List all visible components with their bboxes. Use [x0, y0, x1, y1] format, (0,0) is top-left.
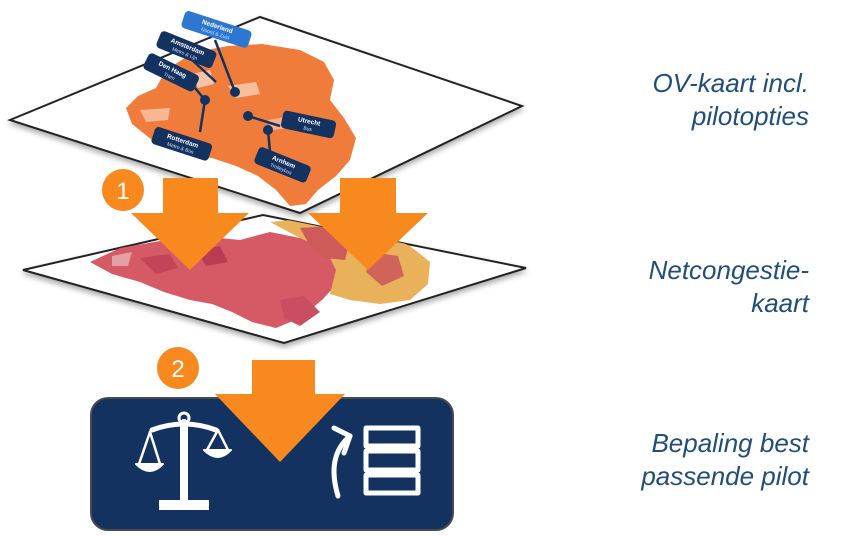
pin-amsterdam: Amsterdam Metro & Lijn — [156, 31, 217, 68]
pin-den-haag-sub: Tram — [163, 72, 176, 82]
caption-pilot-selection: Bepaling best passende pilot — [641, 427, 809, 493]
congestion-map — [90, 218, 430, 328]
caption-ov-map: OV-kaart incl. pilotopties — [652, 67, 809, 133]
arrow-left-top — [131, 178, 249, 270]
arrow-right-top — [308, 178, 428, 270]
congestion-map-layer — [22, 213, 527, 345]
caption-congestion-map-line2: kaart — [751, 288, 809, 318]
pin-utrecht: Utrecht Bus — [281, 110, 337, 139]
step-number-2: 2 — [171, 356, 184, 383]
pilot-selection-box — [90, 397, 454, 531]
caption-congestion-map-line1: Netcongestie- — [648, 255, 809, 285]
caption-pilot-selection-line2: passende pilot — [641, 461, 809, 491]
step-badge-2: 2 — [157, 347, 199, 389]
caption-ov-map-line1: OV-kaart incl. — [652, 68, 809, 98]
arrow-bottom — [215, 360, 345, 462]
flow-arrows — [131, 178, 428, 462]
pin-utrecht-name: Utrecht — [297, 116, 322, 128]
balance-scale-icon — [135, 411, 232, 510]
caption-congestion-map: Netcongestie- kaart — [649, 254, 809, 320]
route-nodes — [200, 87, 273, 135]
ranking-list-icon — [331, 425, 421, 499]
step-number-1: 1 — [116, 178, 129, 205]
step-badge-1: 1 — [102, 169, 144, 211]
ov-map-layer: Nederland Noord & Zuid Amsterdam Metro &… — [7, 11, 525, 215]
caption-pilot-selection-line1: Bepaling best — [651, 428, 809, 458]
caption-ov-map-line2: pilotopties — [691, 101, 809, 131]
pin-utrecht-sub: Bus — [303, 125, 313, 133]
